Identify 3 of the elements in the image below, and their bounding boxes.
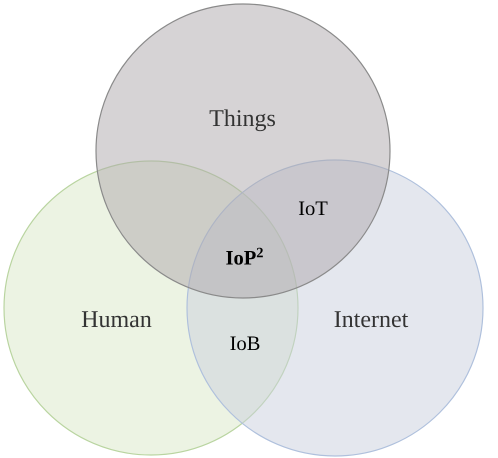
overlap-label: IoB: [230, 336, 260, 350]
overlap-label: IoP$^{2}$: [226, 248, 263, 265]
overlap-label: IoT: [298, 202, 328, 216]
